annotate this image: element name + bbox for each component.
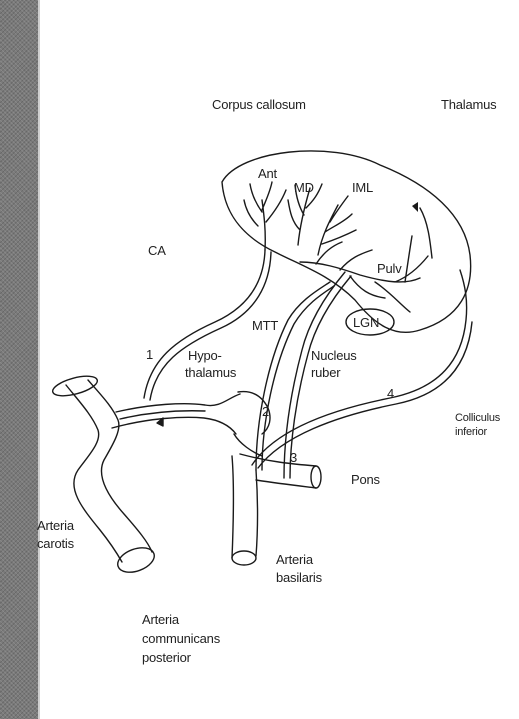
tract-4-outer: [252, 270, 467, 465]
label-ca: CA: [148, 243, 166, 258]
ant-branches: [244, 182, 286, 250]
label-ant: Ant: [258, 166, 277, 181]
pons-branch-bottom: [256, 480, 316, 488]
label-pons: Pons: [351, 472, 380, 487]
label-corpus-callosum: Corpus callosum: [212, 97, 306, 112]
label-iml: IML: [352, 180, 373, 195]
label-thalamus: Thalamus: [441, 97, 496, 112]
label-lgn: LGN: [353, 315, 379, 330]
tract-number-3: 3: [290, 450, 297, 465]
label-arteria-carotis-2: carotis: [37, 536, 74, 551]
tract-number-1: 1: [146, 347, 153, 362]
label-colliculus-2: inferior: [455, 426, 487, 439]
label-arteria-carotis-1: Arteria: [37, 518, 74, 533]
label-nucleus-2: ruber: [311, 365, 340, 380]
tract-number-2: 2: [262, 404, 269, 419]
label-colliculus-1: Colliculus: [455, 412, 500, 425]
label-mtt: MTT: [252, 318, 278, 333]
label-pulv: Pulv: [377, 261, 402, 276]
label-arteria-comm-3: posterior: [142, 650, 191, 665]
thalamic-arrow-stroke: [420, 208, 432, 258]
communicating-artery-bottom: [112, 417, 236, 434]
tract-4-inner: [258, 322, 472, 468]
thalamic-arrowhead: [412, 202, 418, 212]
label-nucleus-1: Nucleus: [311, 348, 357, 363]
iml-branches: [318, 196, 356, 255]
label-arteria-basilaris-1: Arteria: [276, 552, 313, 567]
pons-branch-top: [240, 454, 316, 466]
basilar-bottom-opening: [232, 551, 256, 565]
label-hypothalamus-1: Hypo-: [188, 348, 222, 363]
basilar-artery-left-edge: [232, 456, 234, 558]
communicating-artery-top: [116, 394, 240, 412]
label-arteria-comm-1: Arteria: [142, 612, 179, 627]
pons-branch-opening: [311, 466, 321, 488]
basilar-artery-right-edge: [256, 470, 258, 556]
label-arteria-basilaris-2: basilaris: [276, 570, 322, 585]
label-md: MD: [294, 180, 314, 195]
label-hypothalamus-2: thalamus: [185, 365, 236, 380]
tract-number-4: 4: [387, 386, 394, 401]
label-arteria-comm-2: communicans: [142, 631, 220, 646]
